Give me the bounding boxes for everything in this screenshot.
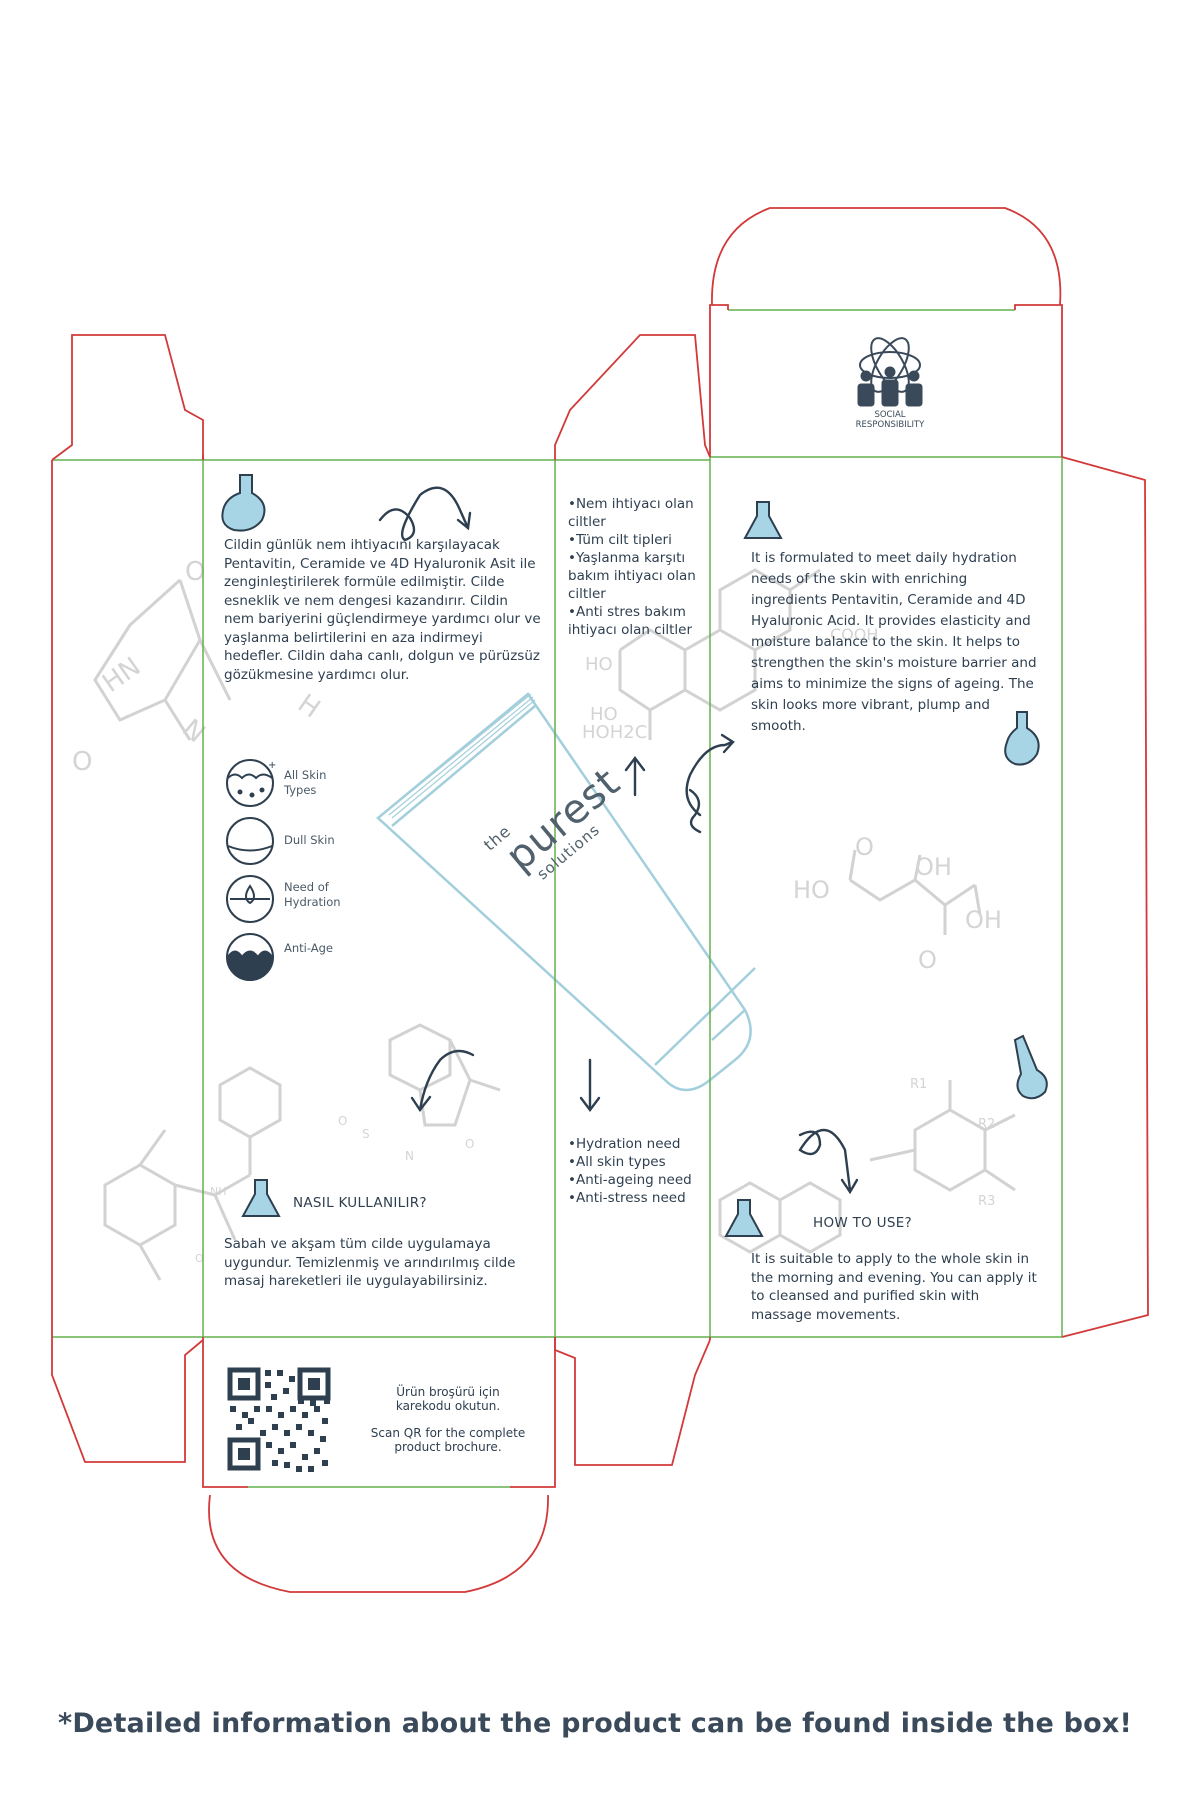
- footer-note: *Detailed information about the product …: [58, 1708, 1133, 1739]
- chem-label-r1: R1: [910, 1077, 927, 1092]
- chem-label-uracil-h: H: [292, 689, 325, 725]
- fold-lines: [52, 309, 1063, 1488]
- en-bullet-list: •Hydration need •All skin types •Anti-ag…: [568, 1135, 718, 1207]
- qr-caption-tr: Ürün broşürü için karekodu okutun.: [395, 1385, 501, 1413]
- chem-label-steroid-hoh2c: HOH2C: [582, 722, 647, 743]
- curly-arrows: [378, 486, 859, 1195]
- dull-skin-icon: [226, 817, 274, 865]
- chem-label-sacc-s: S: [362, 1127, 370, 1141]
- chem-label-amide-o: O: [195, 1252, 204, 1265]
- chemical-labels: O HN O N H HO HO HOH2C COOH O OH HO OH O…: [72, 557, 1002, 1265]
- tr-bullet-item: •Nem ihtiyacı olan ciltler: [568, 496, 694, 530]
- chem-label-malic-oh2: OH: [965, 906, 1002, 934]
- tr-bullet-list: •Nem ihtiyacı olan ciltler •Tüm cilt tip…: [568, 495, 703, 639]
- social-responsibility-icon: [857, 337, 923, 407]
- all-skin-types-icon: +: [226, 759, 276, 807]
- chem-label-uracil-n: N: [176, 714, 210, 749]
- flask-icon: [241, 1179, 281, 1217]
- chem-label-uracil-o1: O: [185, 557, 205, 587]
- chem-label-malic-o: O: [855, 833, 874, 861]
- en-bullet-item: •Anti-ageing need: [568, 1172, 692, 1188]
- svg-text:+: +: [268, 760, 276, 771]
- chem-label-r2: R2: [978, 1117, 995, 1132]
- en-bullet-item: •Anti-stress need: [568, 1190, 686, 1206]
- flask-icon: [221, 474, 266, 532]
- chem-label-sacc-o1: O: [338, 1114, 347, 1128]
- tr-description: Cildin günlük nem ihtiyacını karşılayaca…: [224, 537, 541, 683]
- skin-icons: +: [226, 759, 276, 982]
- tr-usage-text: Sabah ve akşam tüm cilde uygulamaya uygu…: [224, 1236, 516, 1289]
- chemical-structures: [93, 568, 1016, 1281]
- chem-label-amide-nh: NH: [210, 1185, 227, 1198]
- chem-label-malic-oh1: OH: [915, 853, 952, 881]
- chem-label-r3: R3: [978, 1194, 995, 1209]
- chem-label-uracil-hn: HN: [97, 652, 146, 699]
- tr-bullet-item: •Tüm cilt tipleri: [568, 532, 672, 548]
- flask-icon: [1013, 1034, 1048, 1100]
- skin-icon-label-hydration: Need of Hydration: [284, 880, 341, 909]
- tr-bullet-item: •Anti stres bakım ihtiyacı olan ciltler: [568, 604, 693, 638]
- tube-illustration: [376, 692, 756, 1092]
- en-bullet-item: •All skin types: [568, 1154, 666, 1170]
- flask-icon: [1004, 711, 1040, 766]
- skin-icon-label-dull-skin: Dull Skin: [284, 833, 335, 847]
- chem-label-malic-o2: O: [918, 946, 937, 974]
- anti-age-icon: [226, 933, 274, 982]
- en-usage-title: HOW TO USE?: [813, 1215, 913, 1231]
- chem-label-malic-ho: HO: [793, 876, 830, 904]
- skin-icon-label-all-skin-types: All Skin Types: [284, 768, 327, 797]
- tr-usage-title: NASIL KULLANILIR?: [293, 1195, 427, 1211]
- en-description: It is formulated to meet daily hydration…: [751, 550, 1037, 734]
- qr-caption-en: Scan QR for the complete product brochur…: [370, 1426, 526, 1454]
- qr-code: [227, 1367, 331, 1472]
- need-of-hydration-icon: [226, 875, 274, 923]
- skin-icon-label-anti-age: Anti-Age: [284, 941, 333, 955]
- chem-label-sacc-o2: O: [465, 1137, 474, 1151]
- tr-bullet-item: •Yaşlanma karşıtı bakım ihtiyacı olan ci…: [568, 550, 696, 602]
- chem-label-steroid-cooh: COOH: [830, 625, 878, 644]
- chem-label-sacc-n: N: [405, 1149, 414, 1163]
- en-usage-text: It is suitable to apply to the whole ski…: [751, 1251, 1037, 1323]
- flask-icon: [724, 1199, 764, 1237]
- flask-icons: [221, 474, 1048, 1237]
- social-responsibility-label: SOCIAL RESPONSIBILITY: [855, 410, 925, 430]
- chem-label-uracil-o2: O: [72, 747, 92, 777]
- chem-label-steroid-ho1: HO: [585, 654, 613, 675]
- en-bullet-item: •Hydration need: [568, 1136, 681, 1152]
- flask-icon: [743, 501, 783, 539]
- cut-lines: [51, 207, 1149, 1593]
- chem-label-steroid-ho2: HO: [590, 704, 618, 725]
